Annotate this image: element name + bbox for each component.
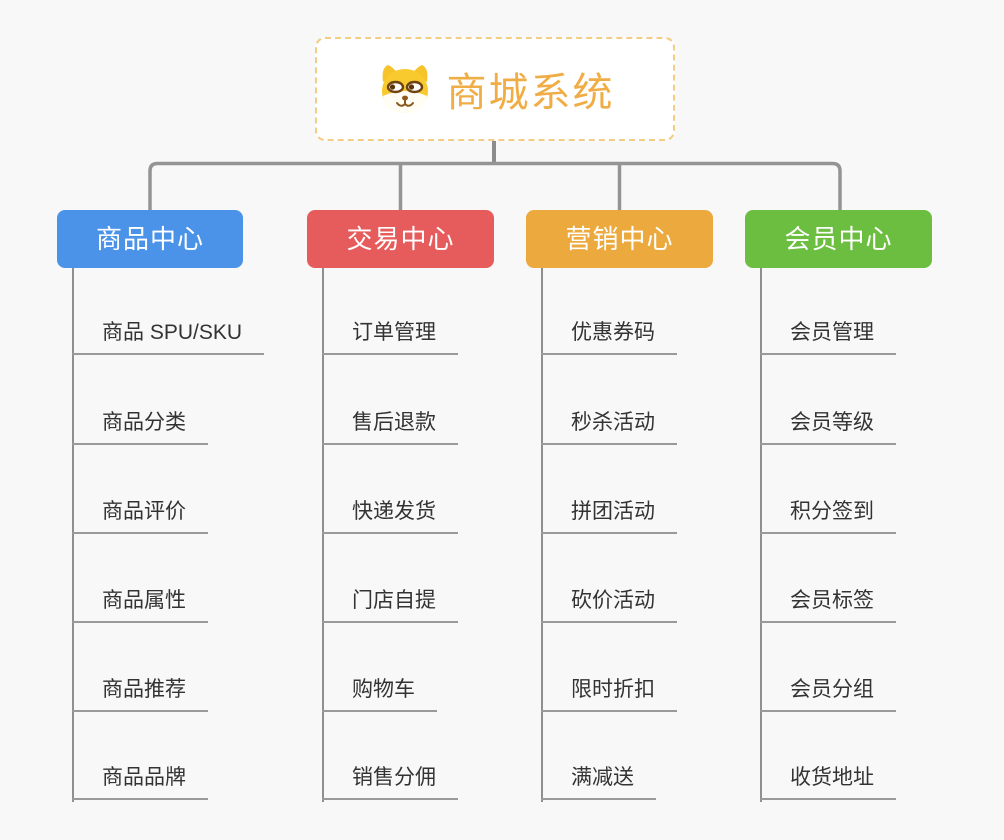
topic-item: 收货地址 (760, 760, 896, 800)
branch-spine (541, 268, 543, 802)
topic-item: 砍价活动 (541, 583, 677, 623)
shiba-dog-icon (381, 65, 428, 113)
topic-item: 商品评价 (72, 494, 208, 534)
topic-item: 秒杀活动 (541, 405, 677, 445)
branch-header-trade-center: 交易中心 (307, 210, 494, 268)
topic-item: 商品分类 (72, 405, 208, 445)
topic-item: 商品推荐 (72, 672, 208, 712)
topic-item: 优惠券码 (541, 315, 677, 355)
root-topic-title: 商城系统 (446, 71, 615, 115)
topic-item: 购物车 (322, 672, 437, 712)
branch-marketing-center: 营销中心 优惠券码 秒杀活动 拼团活动 砍价活动 限时折扣 满减送 (526, 210, 756, 815)
branch-header-product-center: 商品中心 (57, 210, 243, 268)
branch-product-center: 商品中心 商品 SPU/SKU 商品分类 商品评价 商品属性 商品推荐 商品品牌 (57, 210, 287, 815)
branch-header-member-center: 会员中心 (745, 210, 932, 268)
topic-item: 商品属性 (72, 583, 208, 623)
branch-trade-center: 交易中心 订单管理 售后退款 快递发货 门店自提 购物车 销售分佣 (307, 210, 537, 815)
branch-header-marketing-center: 营销中心 (526, 210, 713, 268)
topic-item: 商品 SPU/SKU (72, 315, 265, 355)
topic-item: 会员标签 (760, 583, 896, 623)
topic-item: 会员管理 (760, 315, 896, 355)
topic-item: 满减送 (541, 760, 656, 800)
topic-item: 销售分佣 (322, 760, 458, 800)
topic-item: 商品品牌 (72, 760, 208, 800)
topic-item: 拼团活动 (541, 494, 677, 534)
topic-item: 会员等级 (760, 405, 896, 445)
topic-item: 售后退款 (322, 405, 458, 445)
branch-spine (760, 268, 762, 802)
topic-item: 门店自提 (322, 583, 458, 623)
topic-item: 会员分组 (760, 672, 896, 712)
topic-item: 积分签到 (760, 494, 896, 534)
branch-member-center: 会员中心 会员管理 会员等级 积分签到 会员标签 会员分组 收货地址 (745, 210, 975, 815)
root-topic: 商城系统 (315, 37, 675, 141)
topic-item: 订单管理 (322, 315, 458, 355)
topic-item: 快递发货 (322, 494, 458, 534)
topic-item: 限时折扣 (541, 672, 677, 712)
branch-spine (322, 268, 324, 802)
branch-spine (72, 268, 74, 802)
